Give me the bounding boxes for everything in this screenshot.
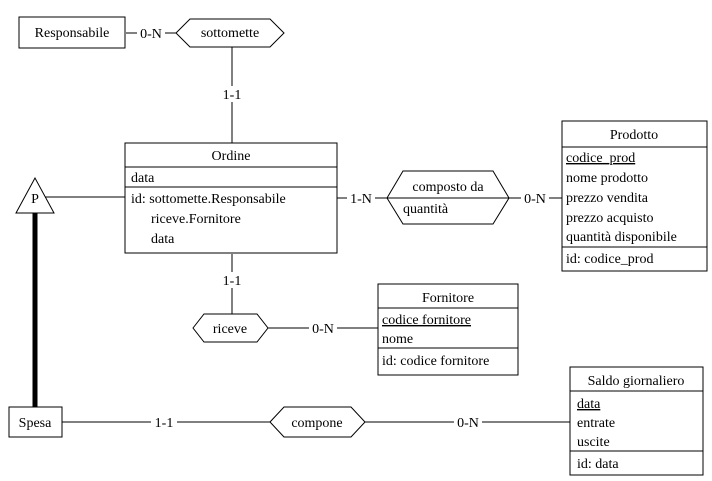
- entity-saldo-giornaliero-identifier: id: data: [577, 457, 619, 472]
- entity-saldo-giornaliero: Saldo giornaliero data entrate uscite id…: [569, 366, 704, 476]
- entity-ordine: Ordine data id: sottomette.Responsabile …: [124, 142, 338, 254]
- entity-spesa: Spesa: [8, 406, 63, 438]
- cardinality-sottomette-ordine: 1-1: [223, 88, 242, 103]
- entity-prodotto-attribute: nome prodotto: [566, 171, 648, 186]
- relationship-composto-da-name: composto da: [412, 180, 484, 195]
- cardinality-riceve-fornitore: 0-N: [312, 322, 334, 337]
- entity-responsabile-name: Responsabile: [35, 26, 110, 41]
- cardinality-responsabile-sottomette: 0-N: [140, 27, 162, 42]
- cardinality-labels: 0-N 1-1 1-N 0-N 1-1 0-N 1-1 0-N: [137, 25, 549, 431]
- cardinality-spesa-compone: 1-1: [155, 416, 174, 431]
- cardinality-compone-saldo: 0-N: [457, 416, 479, 431]
- relationship-riceve-name: riceve: [213, 322, 247, 337]
- relationship-composto-da: composto da quantità: [386, 170, 510, 225]
- entity-ordine-attribute: data: [131, 171, 155, 186]
- cardinality-ordine-composto: 1-N: [350, 192, 372, 207]
- entity-fornitore-attribute: codice fornitore: [382, 313, 471, 328]
- relationship-composto-da-attribute: quantità: [403, 202, 449, 217]
- relationship-sottomette: sottomette: [175, 18, 285, 48]
- entity-prodotto-attribute: prezzo vendita: [566, 191, 649, 206]
- cardinality-composto-prodotto: 0-N: [524, 192, 546, 207]
- entity-prodotto: Prodotto codice_prod nome prodotto prezz…: [561, 120, 708, 272]
- entity-fornitore: Fornitore codice fornitore nome id: codi…: [377, 283, 519, 376]
- entity-responsabile: Responsabile: [18, 16, 126, 49]
- relationship-sottomette-name: sottomette: [201, 26, 259, 41]
- entity-spesa-name: Spesa: [19, 416, 52, 431]
- relationship-compone-name: compone: [291, 416, 342, 431]
- entity-fornitore-attribute: nome: [382, 332, 413, 347]
- entity-fornitore-name: Fornitore: [422, 291, 474, 306]
- entity-prodotto-attribute: codice_prod: [566, 151, 635, 166]
- entity-prodotto-attribute: prezzo acquisto: [566, 211, 653, 226]
- generalization-label: P: [31, 192, 39, 207]
- relationship-compone: compone: [269, 406, 366, 438]
- entity-saldo-giornaliero-attribute: entrate: [577, 416, 615, 431]
- relationship-riceve: riceve: [192, 313, 269, 343]
- entity-ordine-name: Ordine: [212, 149, 251, 164]
- generalization-triangle: P: [15, 176, 55, 214]
- entity-fornitore-identifier: id: codice fornitore: [382, 354, 489, 369]
- entity-saldo-giornaliero-attribute: uscite: [577, 435, 610, 450]
- entity-ordine-identifier-line: id: sottomette.Responsabile: [131, 192, 286, 207]
- entity-prodotto-attribute: quantità disponibile: [566, 230, 677, 245]
- entity-prodotto-identifier: id: codice_prod: [566, 252, 653, 267]
- entity-prodotto-name: Prodotto: [610, 128, 658, 143]
- cardinality-ordine-riceve: 1-1: [223, 274, 242, 289]
- entity-saldo-giornaliero-attribute: data: [577, 397, 601, 412]
- entity-saldo-giornaliero-name: Saldo giornaliero: [588, 374, 685, 389]
- entity-ordine-identifier-line: data: [151, 232, 175, 247]
- entity-ordine-identifier-line: riceve.Fornitore: [151, 212, 241, 227]
